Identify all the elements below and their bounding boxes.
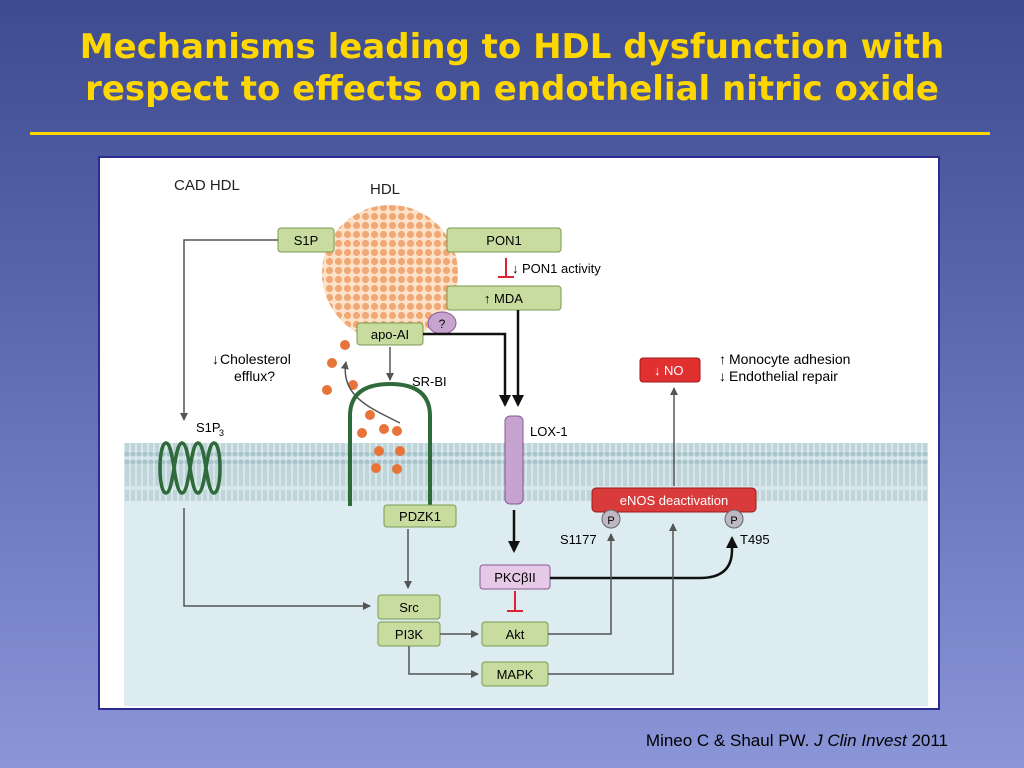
s1p-label: S1P: [294, 233, 319, 248]
down-arrow-icon: ↓: [654, 363, 661, 378]
pi3k-box: PI3K: [377, 621, 441, 647]
apo-ai-box: apo-AI: [356, 322, 424, 346]
no-label: NO: [664, 363, 684, 378]
phosphate-icon: P: [724, 509, 744, 529]
s1p3-label: S1P: [196, 420, 221, 435]
citation-authors: Mineo C & Shaul PW.: [645, 731, 810, 750]
cholesterol-molecules: [322, 340, 405, 474]
s1p3-subscript: 3: [219, 428, 224, 438]
cell-membrane: [124, 443, 928, 501]
pkc-label: PKCβII: [494, 570, 535, 585]
endothelial-label: Endothelial repair: [729, 368, 838, 384]
pathway-diagram: CAD HDL HDL S1P PON1 ↓ PON1 activity ↑ M…: [124, 177, 928, 706]
sr-bi-receptor: [348, 381, 432, 506]
up-arrow-icon: ↑: [719, 351, 726, 367]
lox1-label: LOX-1: [530, 424, 568, 439]
title-line-1: Mechanisms leading to HDL dysfunction wi…: [79, 27, 945, 67]
phosphate-label: P: [607, 515, 614, 527]
hdl-label: HDL: [370, 181, 400, 198]
citation: Mineo C & Shaul PW. J Clin Invest 2011: [646, 731, 948, 751]
citation-year: 2011: [911, 731, 948, 750]
monocyte-label: Monocyte adhesion: [729, 351, 850, 367]
no-box: ↓ NO: [639, 357, 701, 383]
pon1-box: PON1: [446, 227, 562, 253]
slide-title: Mechanisms leading to HDL dysfunction wi…: [0, 26, 1024, 110]
phosphate-label: P: [730, 515, 737, 527]
unknown-label: ?: [439, 317, 446, 331]
sr-bi-label: SR-BI: [412, 374, 447, 389]
down-arrow-icon: ↓: [212, 351, 219, 367]
cholesterol-label: Cholesterol: [220, 351, 291, 367]
pdzk1-label: PDZK1: [399, 509, 441, 524]
citation-journal: J Clin Invest: [814, 731, 907, 750]
pon1-activity: ↓ PON1 activity: [498, 258, 601, 278]
akt-label: Akt: [506, 627, 525, 642]
down-arrow-icon: ↓: [719, 368, 726, 384]
s1177-label: S1177: [560, 532, 597, 547]
pon1-activity-label: PON1 activity: [522, 261, 601, 276]
cad-hdl-label: CAD HDL: [174, 177, 240, 194]
pdzk1-box: PDZK1: [383, 504, 457, 528]
efflux-label: efflux?: [234, 368, 275, 384]
enos-label: eNOS deactivation: [620, 493, 728, 508]
src-box: Src: [377, 594, 441, 620]
s1p-box: S1P: [277, 227, 335, 253]
mapk-label: MAPK: [497, 667, 534, 682]
enos-box: eNOS deactivation: [591, 487, 757, 513]
pi3k-label: PI3K: [395, 627, 424, 642]
title-line-2: respect to effects on endothelial nitric…: [85, 69, 939, 109]
apo-ai-label: apo-AI: [371, 327, 409, 342]
lox1-receptor: LOX-1: [504, 415, 568, 505]
diagram-panel: CAD HDL HDL S1P PON1 ↓ PON1 activity ↑ M…: [98, 156, 940, 710]
s1p3-receptor: [158, 441, 222, 495]
unknown-factor: ?: [427, 311, 457, 335]
down-arrow-icon: ↓: [512, 261, 519, 276]
mda-box: ↑ MDA: [446, 285, 562, 311]
src-label: Src: [399, 600, 419, 615]
akt-box: Akt: [481, 621, 549, 647]
t495-label: T495: [740, 532, 770, 547]
pkc-box: PKCβII: [479, 564, 551, 590]
mapk-box: MAPK: [481, 661, 549, 687]
phosphate-icon: P: [601, 509, 621, 529]
pon1-label: PON1: [486, 233, 521, 248]
hdl-particle: [322, 205, 458, 341]
title-divider: [30, 132, 990, 135]
up-arrow-icon: ↑: [484, 291, 491, 306]
mda-label: MDA: [494, 291, 523, 306]
